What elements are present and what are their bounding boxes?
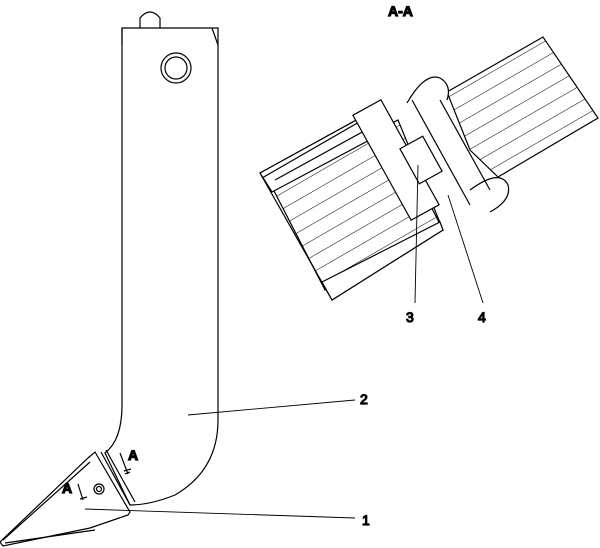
callout-2: 2 bbox=[360, 391, 368, 407]
shank-top-lug bbox=[139, 11, 161, 28]
shank bbox=[104, 11, 219, 506]
section-marks bbox=[77, 452, 132, 501]
tip bbox=[0, 449, 136, 547]
section-mark-a-upper: A bbox=[128, 447, 138, 463]
callout-4: 4 bbox=[478, 309, 486, 325]
section-title: A-A bbox=[388, 3, 413, 19]
callout-1: 1 bbox=[362, 512, 370, 528]
leader-lines bbox=[84, 164, 484, 519]
shank-hole bbox=[160, 52, 192, 84]
section-mark-a-lower: A bbox=[62, 480, 72, 496]
section-view bbox=[259, 36, 599, 301]
callout-3: 3 bbox=[406, 309, 414, 325]
tip-bolt bbox=[93, 483, 105, 495]
